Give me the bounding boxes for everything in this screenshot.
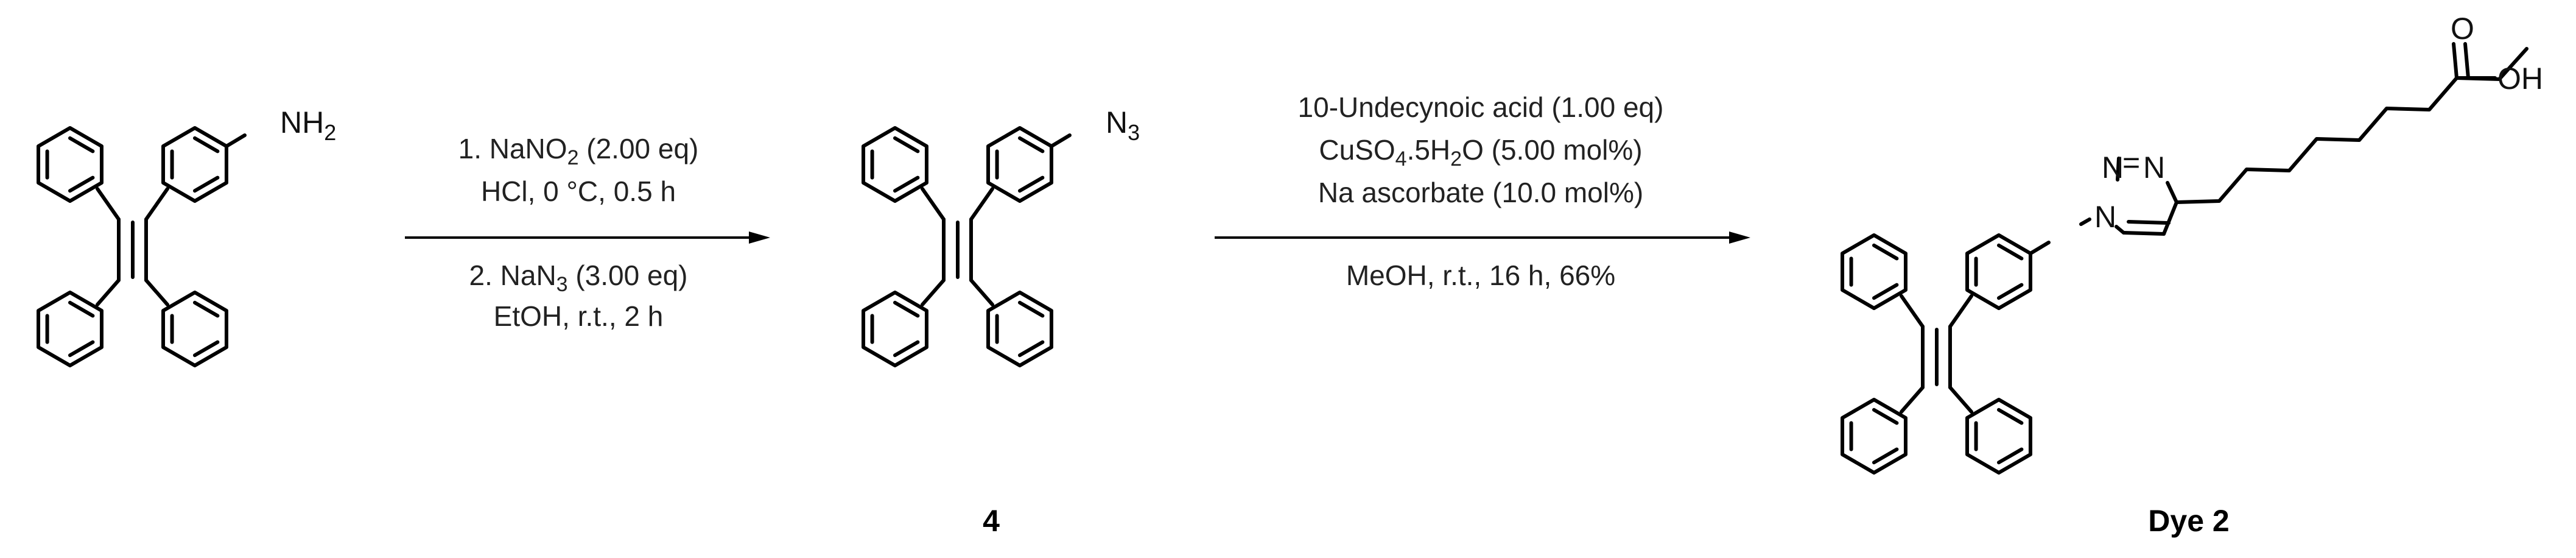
aromatic-double-bond xyxy=(68,340,95,358)
para-substituent-bond xyxy=(225,133,247,148)
step1-conditions-1: HCl, 0 °C, 0.5 h xyxy=(481,175,676,207)
aromatic-double-bond xyxy=(193,340,220,358)
aromatic-double-bond xyxy=(193,175,220,193)
step2-reagent-alkyne: 10-Undecynoic acid (1.00 eq) xyxy=(1298,91,1664,123)
aromatic-double-bond xyxy=(1872,243,1899,261)
aromatic-double-bond xyxy=(893,300,920,318)
phenyl-bottom-left xyxy=(1841,398,1907,475)
step2-arrow xyxy=(1215,231,1750,244)
aromatic-double-bond xyxy=(1872,447,1899,465)
aromatic-double-bond xyxy=(893,136,920,154)
triazole-ring xyxy=(2114,157,2178,236)
step2-conditions: 10-Undecynoic acid (1.00 eq) CuSO4.5H2O … xyxy=(1298,91,1664,291)
phenyl-bottom-right xyxy=(986,291,1053,367)
step2-reagent-reductant: Na ascorbate (10.0 mol%) xyxy=(1318,177,1643,208)
aromatic-double-bond xyxy=(1997,243,2024,261)
step2-conditions: MeOH, r.t., 16 h, 66% xyxy=(1346,260,1615,291)
aromatic-double-bond xyxy=(893,340,920,358)
core-bond xyxy=(1900,386,1925,414)
para-substituent-bond xyxy=(1050,133,1072,148)
core-bond xyxy=(921,187,946,221)
triazole-n-double-bond: = xyxy=(2122,146,2140,180)
phenyl-bottom-left xyxy=(37,291,104,367)
core-bond xyxy=(144,278,169,306)
phenyl-top-left xyxy=(37,126,104,203)
aromatic-double-bond xyxy=(1997,447,2024,465)
carbonyl-bond xyxy=(2452,42,2458,80)
core-bond xyxy=(96,187,121,221)
aromatic-double-bond xyxy=(1997,283,2024,300)
aromatic-double-bond xyxy=(193,136,220,154)
carbonyl-oxygen: O xyxy=(2451,12,2474,46)
step1-arrow xyxy=(405,231,770,244)
core-bond xyxy=(1948,294,1973,328)
step1-reagent-1: 1. NaNO2 (2.00 eq) xyxy=(458,133,699,169)
compound-label-dye-2: Dye 2 xyxy=(2148,504,2229,538)
core-bond xyxy=(144,187,169,221)
triazole-n2: N xyxy=(2102,150,2124,185)
phenyl-top-left xyxy=(1841,233,1907,310)
para-substituent-bond xyxy=(2029,241,2051,255)
aromatic-double-bond xyxy=(1018,136,1045,154)
step1-conditions-2: EtOH, r.t., 2 h xyxy=(494,300,664,332)
phenyl-top-left xyxy=(862,126,928,203)
starting-material-structure: NH2 xyxy=(37,105,336,367)
aromatic-double-bond xyxy=(68,300,95,318)
intermediate-structure: N3 xyxy=(862,105,1140,367)
alkyl-chain xyxy=(2175,47,2529,204)
phenyl-bottom-right xyxy=(161,291,228,367)
aromatic-double-bond xyxy=(1872,283,1899,300)
aromatic-double-bond xyxy=(1018,340,1045,358)
core-bond xyxy=(96,278,121,306)
amine-label: NH2 xyxy=(280,105,336,145)
triazole-n3: N xyxy=(2143,150,2165,185)
core-bond xyxy=(1948,386,1973,414)
step1-conditions: 1. NaNO2 (2.00 eq) HCl, 0 °C, 0.5 h 2. N… xyxy=(458,133,699,332)
step1-reagent-2: 2. NaN3 (3.00 eq) xyxy=(469,260,688,296)
aromatic-double-bond xyxy=(1997,408,2024,425)
aromatic-double-bond xyxy=(68,136,95,154)
step2-reagent-catalyst: CuSO4.5H2O (5.00 mol%) xyxy=(1319,134,1642,171)
triazole-n1: N xyxy=(2094,200,2116,234)
aromatic-double-bond xyxy=(193,300,220,318)
compound-label-4: 4 xyxy=(983,504,1000,538)
core-bond xyxy=(1900,294,1925,328)
aromatic-double-bond xyxy=(1018,300,1045,318)
product-structure: N N = N O OH xyxy=(1841,12,2543,475)
aromatic-double-bond xyxy=(1018,175,1045,193)
core-bond xyxy=(921,278,946,306)
aromatic-double-bond xyxy=(68,175,95,193)
aromatic-double-bond xyxy=(893,175,920,193)
core-bond xyxy=(969,187,994,221)
core-bond xyxy=(969,278,994,306)
phenyl-bottom-right xyxy=(1965,398,2032,475)
phenyl-bottom-left xyxy=(862,291,928,367)
hydroxyl-group: OH xyxy=(2497,62,2543,96)
aromatic-double-bond xyxy=(1872,408,1899,425)
azide-label: N3 xyxy=(1106,105,1140,145)
